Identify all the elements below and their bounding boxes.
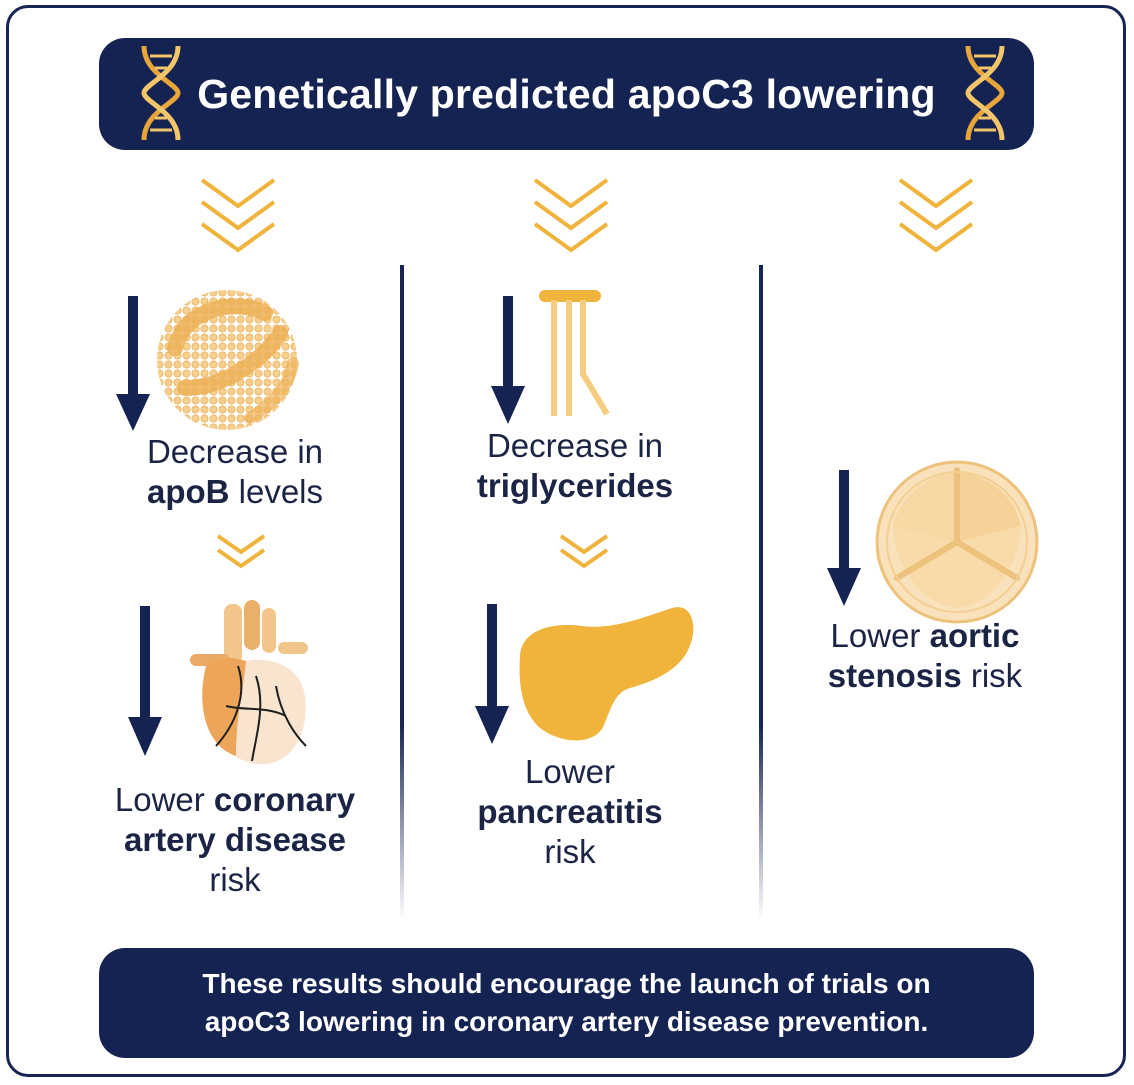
triglycerides-decrease-label: Decrease in triglycerides	[476, 427, 674, 504]
header-banner: Genetically predicted apoC3 lowering	[99, 38, 1034, 150]
aortic-valve-icon	[875, 460, 1039, 624]
cad-risk-label: Lower coronary artery disease risk	[114, 781, 356, 898]
down-arrow-icon	[827, 470, 861, 606]
triglyceride-icon	[539, 290, 610, 416]
heart-icon	[190, 600, 308, 765]
dna-icon	[965, 45, 1005, 141]
down-arrow-icon	[128, 606, 162, 756]
pancreas-icon	[519, 607, 694, 741]
page-title: Genetically predicted apoC3 lowering	[197, 70, 936, 117]
lipoprotein-particle-icon	[157, 290, 299, 430]
apob-decrease-label: Decrease in apoB levels	[146, 433, 324, 510]
chevron-down-icon	[898, 178, 974, 253]
dna-icon	[141, 45, 181, 141]
figure-frame	[6, 5, 1126, 1077]
pancreatitis-risk-label: Lower pancreatitis risk	[477, 753, 663, 870]
down-arrow-icon	[116, 296, 150, 431]
down-arrow-icon	[491, 296, 525, 424]
conclusion-banner: These results should encourage the launc…	[99, 948, 1034, 1058]
chevron-down-icon	[559, 534, 609, 569]
chevron-down-icon	[200, 178, 276, 253]
chevron-down-icon	[533, 178, 609, 253]
chevron-down-icon	[216, 534, 266, 569]
down-arrow-icon	[475, 604, 509, 744]
conclusion-text: These results should encourage the launc…	[202, 968, 931, 1037]
aortic-stenosis-risk-label: Lower aortic stenosis risk	[827, 617, 1023, 694]
column-divider	[400, 265, 404, 920]
column-divider	[759, 265, 763, 920]
